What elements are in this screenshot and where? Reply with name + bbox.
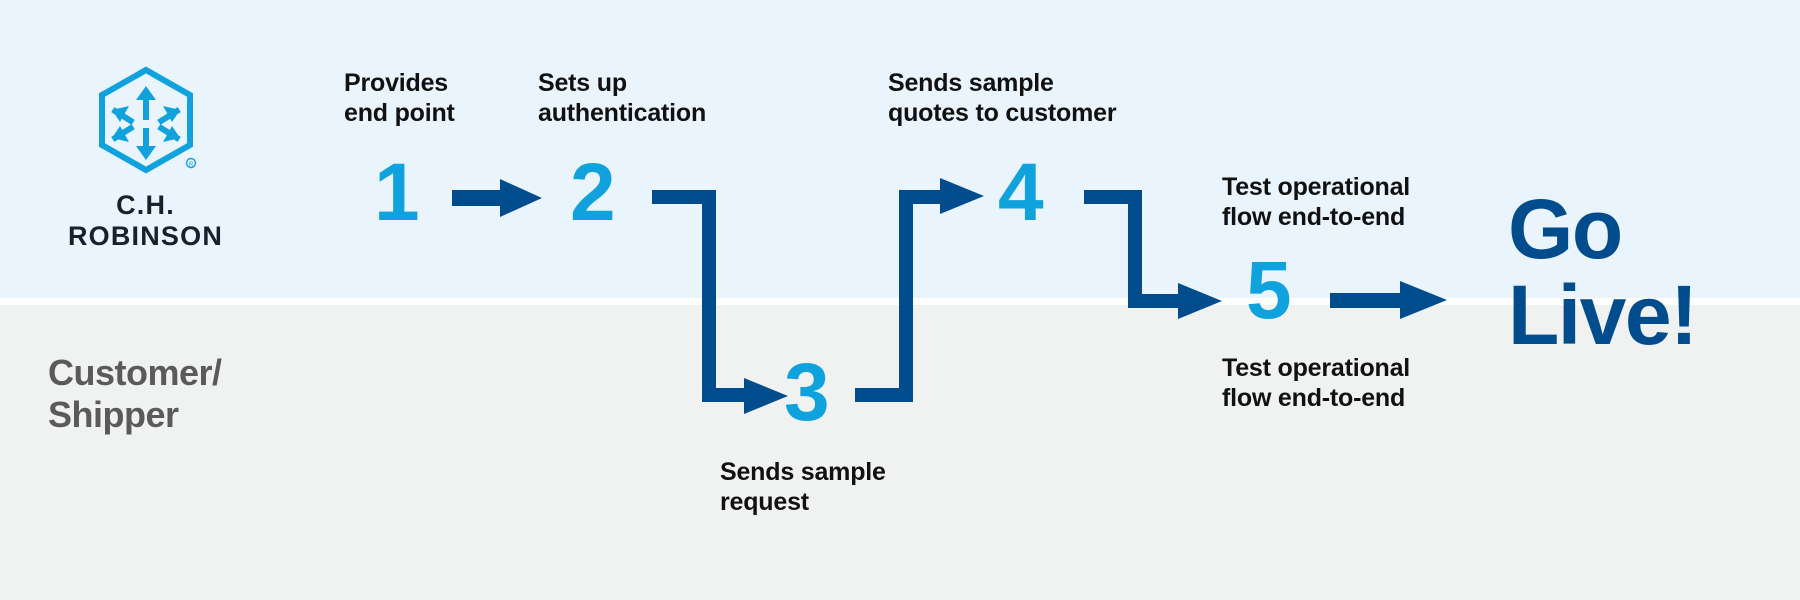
go-live-label: Go Live! bbox=[1508, 182, 1698, 362]
step-3-number: 3 bbox=[784, 347, 830, 438]
step-2-label: Sets up authentication bbox=[538, 69, 707, 127]
connector-3-to-4 bbox=[855, 178, 984, 402]
lane-label-customer-shipper: Customer/ Shipper bbox=[48, 352, 222, 435]
step-4-label: Sends sample quotes to customer bbox=[888, 69, 1117, 127]
step-1-label: Provides end point bbox=[344, 69, 455, 127]
step-3-label: Sends sample request bbox=[720, 458, 886, 516]
connector-1-to-2 bbox=[452, 179, 542, 217]
step-5-number: 5 bbox=[1246, 245, 1292, 336]
ch-robinson-hexagon-icon: R bbox=[98, 66, 196, 174]
ch-robinson-logo: R C.H. ROBINSON bbox=[48, 66, 243, 252]
step-5-label-bottom: Test operational flow end-to-end bbox=[1222, 354, 1411, 412]
ch-robinson-wordmark: C.H. ROBINSON bbox=[67, 190, 224, 251]
step-1-number: 1 bbox=[374, 147, 420, 238]
step-4-number: 4 bbox=[998, 147, 1044, 238]
svg-text:R: R bbox=[188, 162, 193, 168]
connector-2-to-3 bbox=[652, 190, 788, 414]
step-2-number: 2 bbox=[570, 147, 616, 238]
step-5-label-top: Test operational flow end-to-end bbox=[1222, 173, 1411, 231]
connector-4-to-5 bbox=[1084, 190, 1222, 319]
connector-5-to-golive bbox=[1330, 281, 1447, 319]
registered-mark-icon bbox=[185, 157, 196, 169]
